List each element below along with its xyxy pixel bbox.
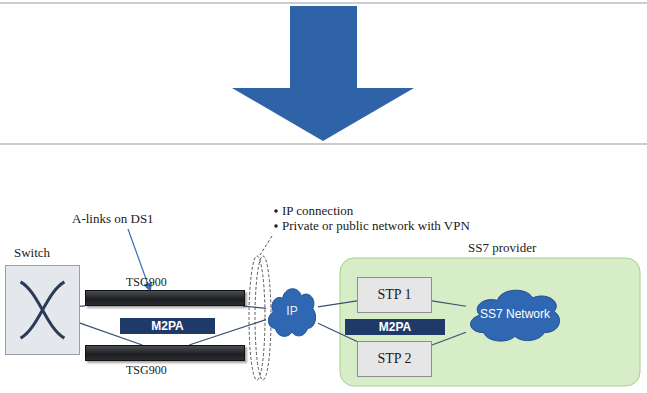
node-text: STP 1 bbox=[377, 287, 411, 303]
network-cloud: IP bbox=[266, 282, 318, 340]
stp-box: STP 1 bbox=[357, 277, 432, 313]
node-text: M2PA bbox=[151, 319, 183, 333]
node-text: SS7 provider bbox=[468, 240, 536, 256]
node-text: TSG900 bbox=[126, 275, 167, 290]
link-line bbox=[318, 301, 357, 307]
provider-region: SS7 providerSTP 1M2PASTP 2SS7 Network bbox=[340, 258, 640, 386]
bullet-text: Private or public network with VPN bbox=[282, 218, 470, 234]
provider-region-fill bbox=[340, 258, 640, 386]
bullet bbox=[274, 224, 278, 228]
protocol-band: M2PA bbox=[120, 318, 215, 334]
gateway-device: TSG900 bbox=[85, 290, 245, 306]
link-line bbox=[243, 306, 266, 308]
divider-line bbox=[0, 2, 647, 4]
bullet bbox=[274, 209, 278, 213]
gateway-device: TSG900 bbox=[85, 345, 245, 361]
protocol-band: M2PA bbox=[345, 319, 445, 335]
divider-line bbox=[0, 143, 647, 145]
node-text: TSG900 bbox=[126, 363, 167, 378]
node-text: M2PA bbox=[379, 320, 411, 334]
leader-line bbox=[260, 236, 272, 255]
network-cloud: SS7 Network bbox=[466, 283, 564, 345]
stp-box: STP 2 bbox=[357, 341, 432, 377]
bullet-text: IP connection bbox=[282, 203, 353, 219]
node-text: STP 2 bbox=[377, 351, 411, 367]
link-line bbox=[432, 301, 466, 306]
node-text: IP bbox=[286, 304, 297, 318]
callout-label: A-links on DS1 bbox=[72, 211, 154, 227]
switch-box: Switch bbox=[5, 265, 80, 355]
switch-symbol bbox=[6, 266, 79, 354]
node-text: SS7 Network bbox=[480, 307, 550, 321]
node-text: Switch bbox=[14, 245, 50, 261]
down-arrow bbox=[232, 6, 414, 141]
